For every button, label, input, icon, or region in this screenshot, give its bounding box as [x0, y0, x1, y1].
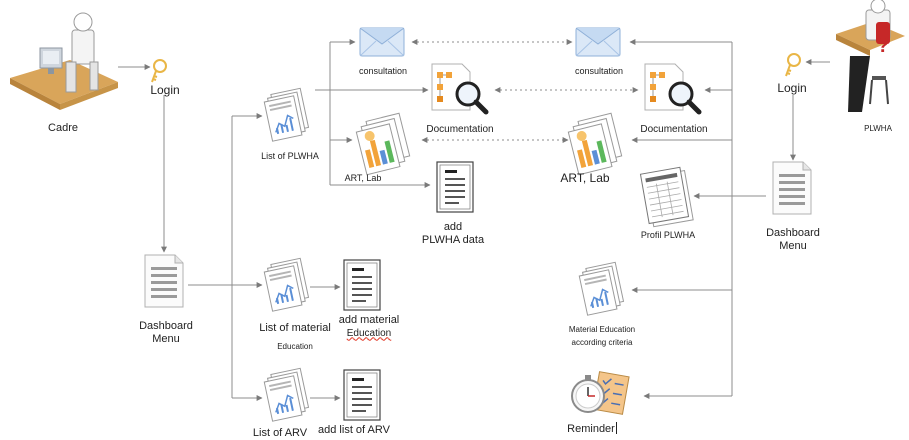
right-login-key-icon[interactable]: [785, 53, 801, 77]
cadre-label: Cadre: [48, 122, 78, 134]
cadre-person-icon: [10, 12, 118, 110]
add-material-line1: add material: [338, 314, 400, 326]
add-plwha-line2: PLWHA data: [421, 233, 485, 246]
list-plwha-label[interactable]: List of PLWHA: [261, 151, 319, 161]
left-dashboard-line2: Menu: [152, 332, 180, 345]
right-art-lab-label[interactable]: ART, Lab: [560, 171, 610, 185]
art-lab-chart-icon[interactable]: [565, 112, 625, 176]
add-list-arv-label[interactable]: add list of ARV: [318, 424, 390, 436]
right-dashboard-line2: Menu: [779, 239, 807, 252]
list-plwha-document-icon[interactable]: [262, 87, 311, 142]
left-documentation-label[interactable]: Documentation: [426, 124, 494, 135]
profil-plwha-label[interactable]: Profil PLWHA: [640, 230, 696, 240]
material-education-label[interactable]: Material Education according criteria: [554, 324, 650, 350]
reminder-label[interactable]: Reminder: [562, 422, 622, 436]
material-education-line1: Material Education: [568, 325, 636, 334]
material-education-line2: according criteria: [571, 337, 633, 347]
plwha-person-icon: ?: [836, 0, 905, 112]
login-key-icon[interactable]: [151, 59, 167, 83]
connectors: [118, 39, 830, 401]
list-material-document-icon[interactable]: [262, 257, 311, 312]
svg-text:?: ?: [877, 35, 889, 57]
material-education-document-icon[interactable]: [577, 261, 626, 316]
consultation-envelope-icon[interactable]: [575, 27, 621, 57]
left-login-label[interactable]: Login: [150, 83, 180, 97]
right-dashboard-line1: Dashboard: [766, 227, 820, 239]
add-material-line2: Education: [346, 327, 392, 339]
plwha-label: PLWHA: [864, 124, 892, 133]
dashboard-menu-document-icon[interactable]: [144, 254, 184, 308]
left-dashboard-label[interactable]: Dashboard Menu: [126, 320, 206, 345]
text-cursor: [615, 422, 617, 434]
right-login-label[interactable]: Login: [777, 81, 807, 95]
add-plwha-line1: add: [443, 221, 463, 233]
consultation-envelope-icon[interactable]: [359, 27, 405, 57]
reminder-text: Reminder: [567, 423, 615, 435]
left-art-lab-label[interactable]: ART, Lab: [344, 173, 382, 183]
right-consultation-label[interactable]: consultation: [574, 66, 624, 76]
add-material-label[interactable]: add material Education: [334, 314, 404, 339]
left-dashboard-line1: Dashboard: [139, 320, 193, 332]
right-dashboard-menu-document-icon[interactable]: [772, 161, 812, 215]
dotted-links: [411, 39, 639, 143]
add-plwha-form-icon[interactable]: [436, 161, 474, 213]
add-plwha-label[interactable]: add PLWHA data: [413, 221, 493, 246]
list-arv-label[interactable]: List of ARV: [252, 427, 308, 439]
add-arv-form-icon[interactable]: [343, 369, 381, 421]
documentation-magnifier-icon[interactable]: [432, 64, 486, 112]
art-lab-chart-icon[interactable]: [353, 112, 413, 176]
profil-spreadsheet-icon[interactable]: [639, 166, 694, 228]
documentation-magnifier-icon[interactable]: [645, 64, 699, 112]
right-documentation-label[interactable]: Documentation: [640, 124, 708, 135]
list-material-label[interactable]: List of material Education: [250, 318, 340, 355]
reminder-stopwatch-icon[interactable]: [571, 371, 630, 415]
list-material-line1: List of material: [259, 322, 331, 334]
list-material-line2: Education: [277, 342, 313, 352]
left-consultation-label[interactable]: consultation: [358, 66, 408, 76]
right-dashboard-label[interactable]: Dashboard Menu: [756, 227, 830, 252]
add-material-form-icon[interactable]: [343, 259, 381, 311]
list-arv-document-icon[interactable]: [262, 367, 311, 422]
